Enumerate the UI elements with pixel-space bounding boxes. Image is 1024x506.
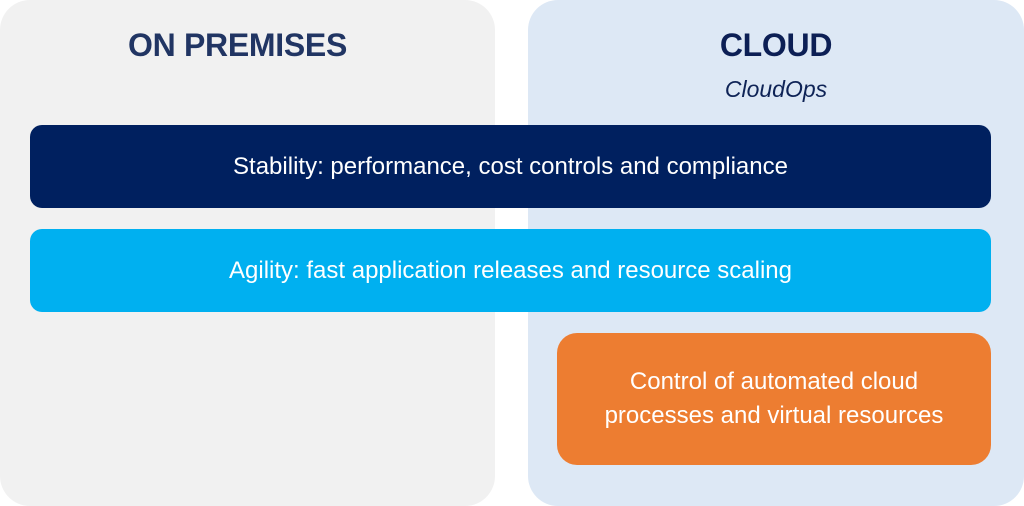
agility-bar: Agility: fast application releases and r… xyxy=(30,229,991,312)
cloud-control-line-2: processes and virtual resources xyxy=(604,402,944,429)
agility-label: Agility: fast application releases and r… xyxy=(229,256,792,284)
on-premises-title: ON PREMISES xyxy=(128,27,347,63)
stability-label: Stability: performance, cost controls an… xyxy=(233,152,788,180)
cloud-title: CLOUD xyxy=(719,27,833,63)
cloud-subtitle: CloudOps xyxy=(724,76,828,102)
cloud-control-line-1: Control of automated cloud xyxy=(629,368,919,395)
stability-bar: Stability: performance, cost controls an… xyxy=(30,125,991,208)
cloud-control-box: Control of automated cloud processes and… xyxy=(557,333,991,465)
